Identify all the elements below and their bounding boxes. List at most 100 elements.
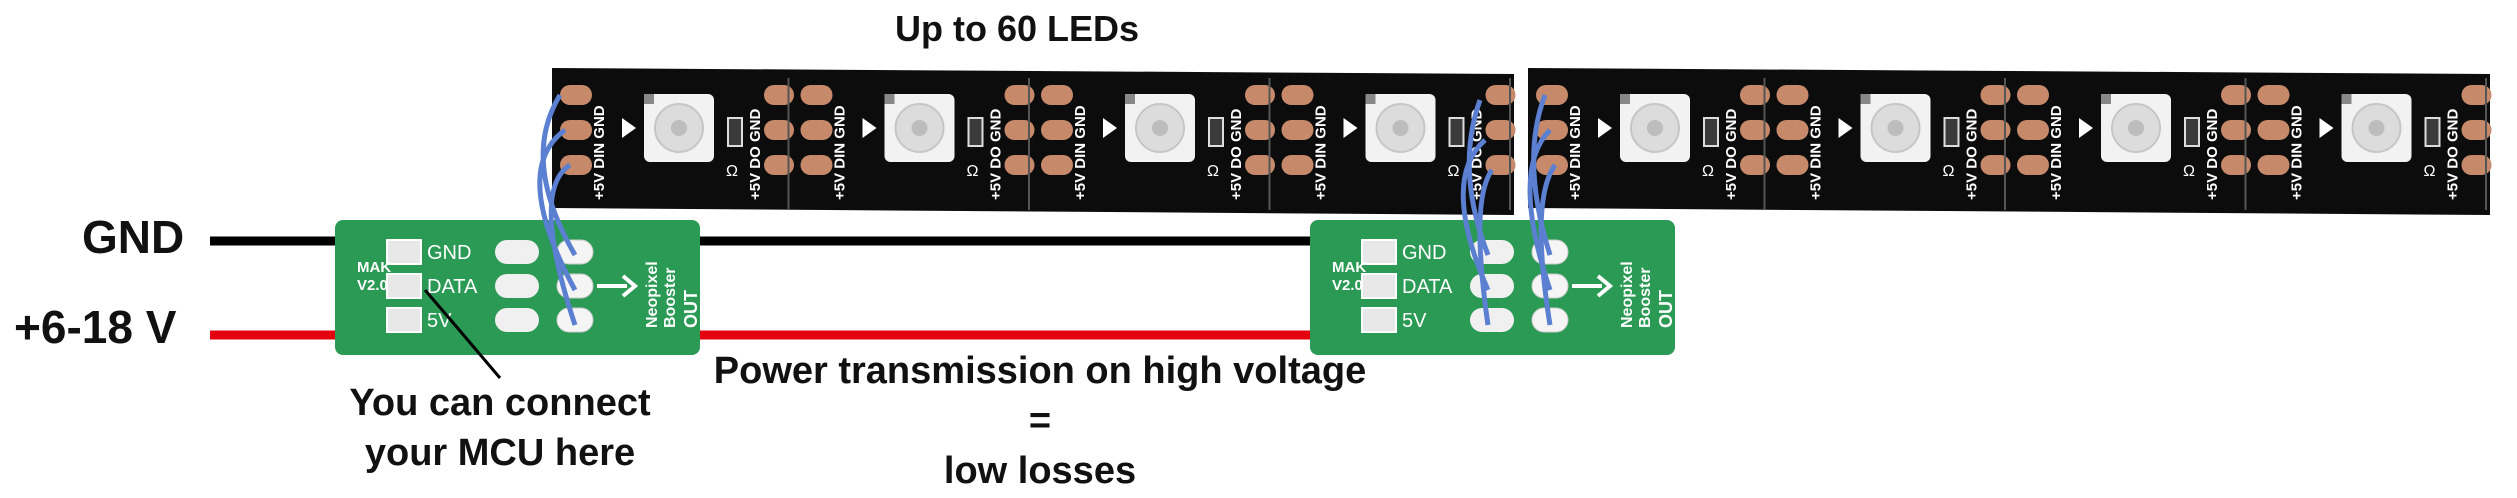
solder-pad	[2461, 155, 2492, 175]
pad-label-do: +5V DO GND	[1723, 109, 1740, 200]
gnd-input-label: GND	[82, 211, 185, 263]
data-direction-icon	[1103, 118, 1117, 138]
resistor	[967, 117, 984, 147]
solder-pad	[1776, 155, 1809, 175]
pad-label-din: +5V DIN GND	[2048, 105, 2065, 200]
version-line-1: MAK	[357, 259, 391, 276]
pad-labels-out: +5V DO GND	[747, 109, 764, 200]
strip-body	[1528, 68, 2490, 215]
jumper-wire	[1477, 168, 1495, 326]
version-line-1: MAK	[1332, 259, 1366, 276]
solder-pad	[1004, 120, 1035, 140]
resistor-symbol: Ω	[1207, 163, 1219, 180]
pad-label-din: +5V DIN GND	[832, 105, 849, 200]
output-arrow-head	[621, 274, 639, 298]
through-hole-pad	[495, 308, 539, 332]
led-die	[671, 120, 687, 136]
pad-labels-in: +5V DIN GND	[2048, 105, 2065, 200]
pad-label-do: +5V DO GND	[2445, 109, 2462, 200]
mcu-note-line-2: your MCU here	[364, 432, 636, 474]
resistor	[1208, 117, 1224, 147]
solder-pad	[560, 155, 592, 175]
led-die	[1887, 120, 1904, 136]
vin-input-label: +6-18 V	[14, 301, 177, 353]
board-out-label: OUT	[681, 290, 701, 328]
solder-pad	[560, 120, 592, 140]
pad-label-din: +5V DIN GND	[1808, 105, 1825, 200]
solder-pad	[1536, 120, 1568, 140]
solder-pad	[2221, 155, 2251, 175]
pad-label-do: +5V DO GND	[1228, 109, 1245, 200]
pad-label-do: +5V DO GND	[747, 109, 764, 200]
solder-pad	[1740, 120, 1770, 140]
resistor-symbol: Ω	[967, 163, 979, 180]
solder-pad	[1245, 120, 1275, 140]
through-hole-pad	[1470, 308, 1514, 332]
pad-labels-in: +5V DIN GND	[2289, 105, 2306, 200]
data-direction-icon	[862, 118, 877, 138]
pad-label-din: +5V DIN GND	[1567, 105, 1584, 200]
input-pad	[386, 273, 422, 299]
solder-pad	[2017, 85, 2049, 105]
solder-pad	[1041, 85, 1073, 105]
solder-pad	[2257, 155, 2290, 175]
resistor-symbol: Ω	[1943, 163, 1955, 180]
solder-pad	[2461, 120, 2492, 140]
led-die	[2368, 120, 2385, 136]
solder-pad	[1041, 120, 1073, 140]
pad-labels-in: +5V DIN GND	[1808, 105, 1825, 200]
power-note-line-2: =	[1028, 400, 1052, 442]
pad-labels-in: +5V DIN GND	[832, 105, 849, 200]
jumper-wire	[1460, 138, 1491, 291]
resistor-symbol: Ω	[726, 163, 738, 180]
solder-pad	[1281, 120, 1314, 140]
data-direction-icon	[1838, 118, 1853, 138]
resistor	[1943, 117, 1960, 147]
led-die	[2128, 120, 2144, 136]
led-pin1-mark	[1620, 94, 1630, 104]
through-hole-pad	[1470, 274, 1514, 298]
solder-pad	[1245, 155, 1275, 175]
mcu-pointer-line	[423, 289, 457, 326]
pin-label-5v: 5V	[427, 310, 452, 332]
solder-pad	[2461, 85, 2492, 105]
jumper-wire	[1538, 163, 1558, 326]
input-pad	[1361, 307, 1397, 333]
solder-pad	[1004, 85, 1035, 105]
output-arrow-head	[1596, 274, 1614, 298]
pad-labels-out: +5V DO GND	[1723, 109, 1740, 200]
led-strip-1: +5V DIN GND Ω +5V DO GND +5V DIN GND Ω +5V DO…	[552, 68, 1516, 215]
solder-pad	[764, 85, 794, 105]
resistor	[1703, 117, 1719, 147]
solder-pad	[1281, 85, 1314, 105]
solder-pad	[1485, 155, 1516, 175]
pad-labels-out: +5V DO GND	[2204, 109, 2221, 200]
data-direction-icon	[1598, 118, 1612, 138]
led-die	[1392, 120, 1409, 136]
solder-pad	[1980, 120, 2011, 140]
pad-labels-out: +5V DO GND	[2445, 109, 2462, 200]
solder-pad	[800, 120, 833, 140]
power-transmission-note: Power transmission on high voltage = low…	[680, 346, 1400, 496]
pad-labels-in: +5V DIN GND	[1313, 105, 1330, 200]
solder-pad	[800, 85, 833, 105]
pad-label-do: +5V DO GND	[2204, 109, 2221, 200]
pad-labels-out: +5V DO GND	[988, 109, 1005, 200]
solder-pad	[764, 155, 794, 175]
pad-label-din: +5V DIN GND	[1072, 105, 1089, 200]
pad-label-din: +5V DIN GND	[2289, 105, 2306, 200]
resistor	[2184, 117, 2200, 147]
solder-pad	[2221, 120, 2251, 140]
mcu-note-line-1: You can connect	[349, 382, 651, 424]
through-hole-pad	[495, 274, 539, 298]
pad-labels-out: +5V DO GND	[1228, 109, 1245, 200]
pin-label-gnd: GND	[427, 242, 471, 264]
data-direction-icon	[1343, 118, 1358, 138]
solder-pad	[1776, 85, 1809, 105]
led-pin1-mark	[884, 94, 895, 104]
jumper-wire	[548, 162, 578, 326]
